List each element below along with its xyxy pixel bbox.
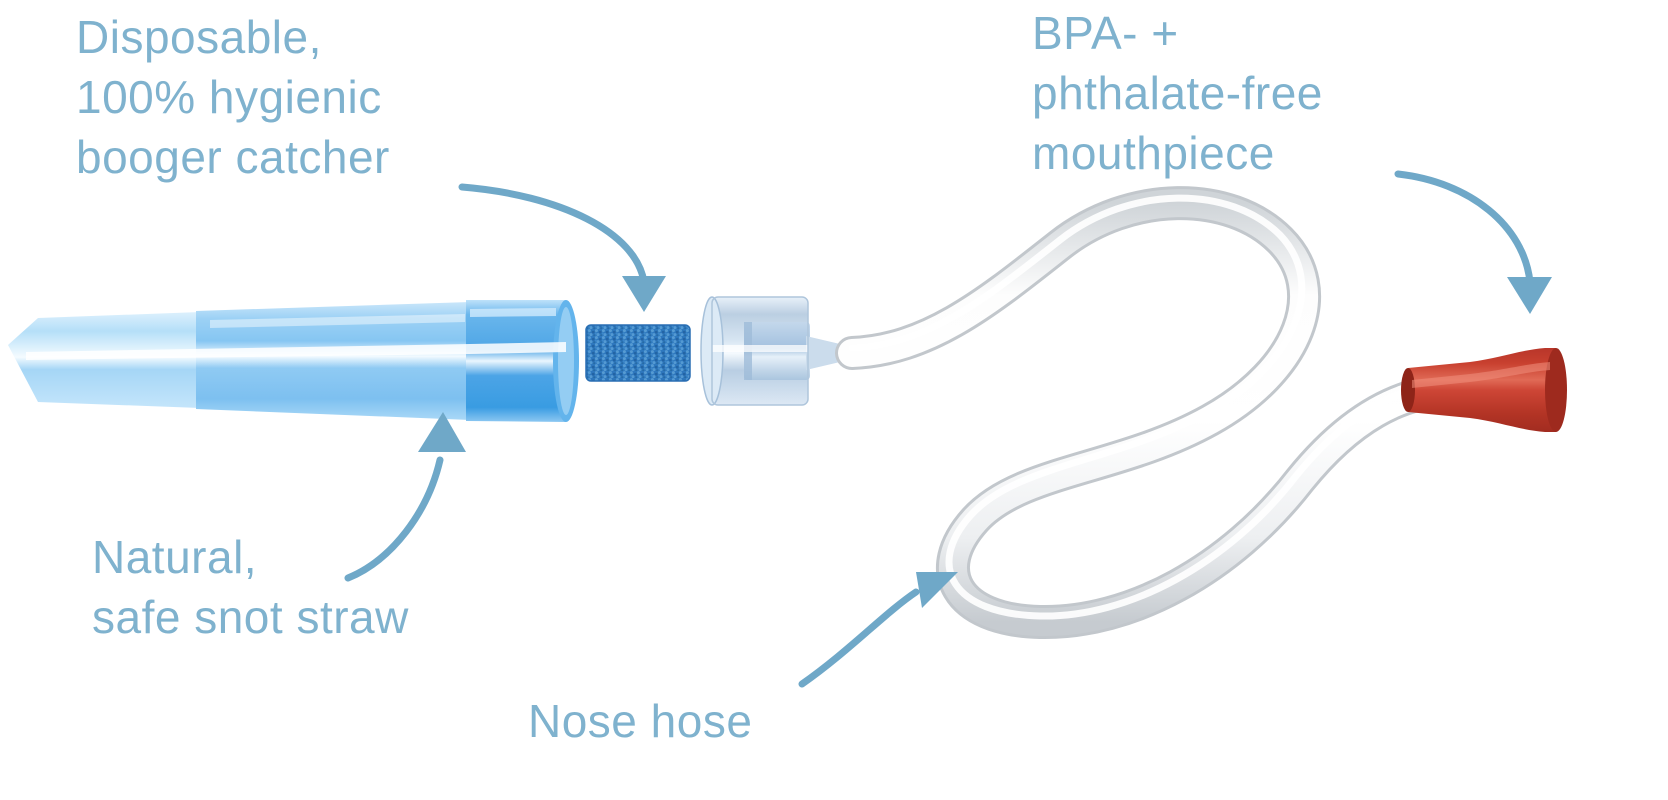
arrow-to-collar-line: [344, 456, 444, 582]
mouthpiece-flare-end: [1545, 348, 1567, 432]
arrow-to-collar-head: [418, 412, 466, 452]
connector-highlight: [712, 345, 808, 352]
syringe-collar-sheen: [470, 308, 556, 317]
foam-filter: [585, 324, 691, 382]
callout-bpa-mouthpiece: BPA- + phthalate-free mouthpiece: [1032, 7, 1323, 179]
clear-connector: [700, 296, 840, 406]
flexible-tube: [835, 186, 1467, 640]
tube-highlight: [848, 194, 1454, 620]
red-mouthpiece: [1401, 348, 1567, 432]
arrow-to-filter-head: [622, 276, 666, 312]
syringe-top-sheen: [210, 314, 465, 328]
syringe-collar: [466, 300, 566, 422]
syringe-barrel: [196, 302, 470, 420]
nasal-tip-syringe: [8, 300, 579, 422]
callout-snot-straw: Natural, safe snot straw: [92, 531, 409, 643]
mouthpiece-connector-end: [1401, 368, 1415, 412]
foam-filter-edge: [585, 324, 691, 382]
syringe-collar-bore: [558, 307, 574, 415]
arrow-to-filter-line: [458, 183, 648, 286]
arrow-to-tube-head: [916, 572, 958, 608]
callout-booger-catcher: Disposable, 100% hygienic booger catcher: [76, 11, 390, 183]
syringe-nose-cone: [8, 312, 200, 408]
mouthpiece-highlight: [1412, 362, 1550, 388]
arrow-to-tube-line: [798, 588, 920, 688]
callout-arrows: [344, 170, 1552, 688]
arrow-to-mouthpiece-head: [1507, 277, 1552, 314]
mouthpiece-body: [1408, 348, 1556, 432]
arrow-to-mouthpiece-line: [1394, 170, 1534, 286]
foam-filter-texture: [586, 325, 690, 381]
connector-spout: [806, 336, 840, 370]
connector-outline: [711, 296, 809, 406]
callout-nose-hose: Nose hose: [528, 695, 753, 747]
tube-body: [838, 189, 1464, 637]
syringe-highlight: [26, 342, 566, 360]
